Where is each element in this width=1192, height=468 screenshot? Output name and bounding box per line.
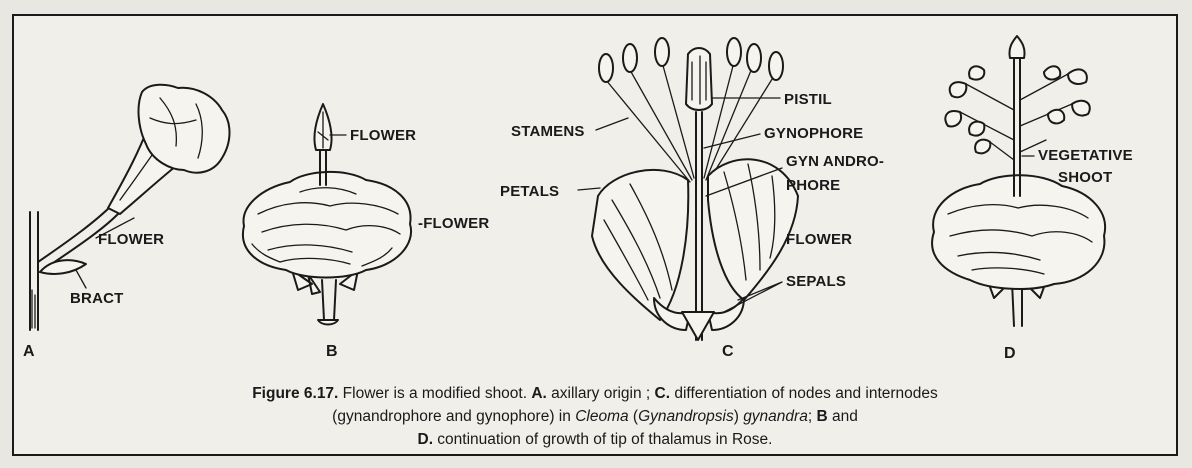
- panel-c-gynophore-label: GYNOPHORE: [764, 125, 863, 142]
- panel-c-flower-label: FLOWER: [786, 231, 852, 248]
- caption-text-8: and: [828, 408, 858, 425]
- caption-synonym: Gynandropsis: [638, 408, 734, 425]
- panel-c-stamens-label: STAMENS: [511, 123, 585, 140]
- caption-text-5: (: [629, 408, 638, 425]
- caption-text-3: differentiation of nodes and internodes: [670, 385, 938, 402]
- panel-a-drawing: [30, 85, 230, 330]
- panel-b-letter: B: [326, 343, 338, 360]
- panel-d-letter: D: [1004, 345, 1016, 362]
- panel-c-gynandrophore-label-1: GYN ANDRO-: [786, 153, 884, 170]
- caption-letter-c: C.: [655, 385, 671, 402]
- caption-line-1: Figure 6.17. Flower is a modified shoot.…: [40, 382, 1150, 405]
- panel-c-pistil-label: PISTIL: [784, 91, 832, 108]
- caption-letter-d: D.: [418, 431, 434, 448]
- panel-a-bract-label: BRACT: [70, 290, 124, 307]
- panel-a-letter: A: [23, 343, 35, 360]
- caption-text-1: Flower is a modified shoot.: [338, 385, 531, 402]
- caption-line-3: D. continuation of growth of tip of thal…: [40, 428, 1150, 451]
- caption-species: gynandra: [743, 408, 808, 425]
- caption-letter-a: A.: [531, 385, 547, 402]
- caption-letter-b: B: [816, 408, 827, 425]
- caption-line-2: (gynandrophore and gynophore) in Cleoma …: [40, 405, 1150, 428]
- panel-d-vegetative-label-1: VEGETATIVE: [1038, 147, 1133, 164]
- caption-figure-number: Figure 6.17.: [252, 385, 338, 402]
- caption-text-2: axillary origin ;: [547, 385, 655, 402]
- panel-c-letter: C: [722, 343, 734, 360]
- caption-text-6: ): [734, 408, 743, 425]
- panel-b-flower-side-label: -FLOWER: [418, 215, 489, 232]
- caption-text-4: (gynandrophore and gynophore) in: [332, 408, 575, 425]
- figure-caption: Figure 6.17. Flower is a modified shoot.…: [40, 382, 1150, 451]
- panel-c-drawing: [592, 38, 798, 340]
- panel-c-gynandrophore-label-2: PHORE: [786, 177, 840, 194]
- panel-c-petals-label: PETALS: [500, 183, 559, 200]
- panel-b-flower-top-label: FLOWER: [350, 127, 416, 144]
- panel-c-sepals-label: SEPALS: [786, 273, 846, 290]
- panel-d-vegetative-label-2: SHOOT: [1058, 169, 1112, 186]
- caption-text-9: continuation of growth of tip of thalamu…: [433, 431, 772, 448]
- caption-genus: Cleoma: [575, 408, 628, 425]
- panel-a-flower-label: FLOWER: [98, 231, 164, 248]
